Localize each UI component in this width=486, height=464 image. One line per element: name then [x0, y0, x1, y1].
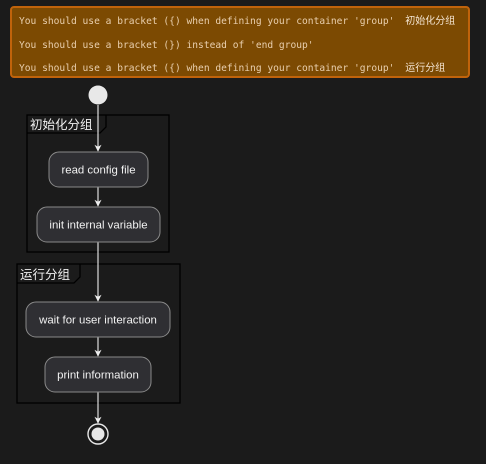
end-node-dot [91, 427, 105, 441]
activity-print-info-label: print information [57, 370, 139, 382]
activity-read-config: read config file [48, 151, 149, 188]
warning-line-1-cjk: 初始化分组 [405, 14, 455, 27]
activity-init-vars: init internal variable [36, 206, 161, 243]
warning-line-3-cjk: 运行分组 [405, 61, 445, 74]
activity-init-vars-box [36, 206, 161, 243]
activity-wait-input-box [25, 301, 171, 338]
warning-banner: You should use a bracket ({) when defini… [10, 6, 470, 78]
group-run-tab [17, 264, 81, 284]
warning-line-3-text: You should use a bracket ({) when defini… [19, 63, 394, 74]
activity-print-info: print information [44, 356, 152, 393]
warning-line-2: You should use a bracket (}) instead of … [19, 40, 314, 51]
warning-line-2-text: You should use a bracket (}) instead of … [19, 40, 314, 51]
end-node [87, 423, 109, 445]
activity-wait-input: wait for user interaction [25, 301, 171, 338]
warning-line-3: You should use a bracket ({) when defini… [19, 61, 445, 74]
end-node-ring [87, 423, 109, 445]
activity-wait-input-label: wait for user interaction [38, 315, 157, 327]
activity-read-config-label: read config file [61, 165, 135, 177]
group-init-title: 初始化分组 [30, 117, 93, 132]
warning-line-1-text: You should use a bracket ({) when defini… [19, 16, 394, 27]
warning-line-1: You should use a bracket ({) when defini… [19, 14, 455, 27]
group-run-title: 运行分组 [20, 267, 70, 282]
group-init-tab [27, 115, 107, 134]
start-node [88, 85, 108, 105]
activity-read-config-box [48, 151, 149, 188]
activity-print-info-box [44, 356, 152, 393]
warning-box [10, 6, 470, 78]
activity-init-vars-label: init internal variable [49, 220, 147, 232]
